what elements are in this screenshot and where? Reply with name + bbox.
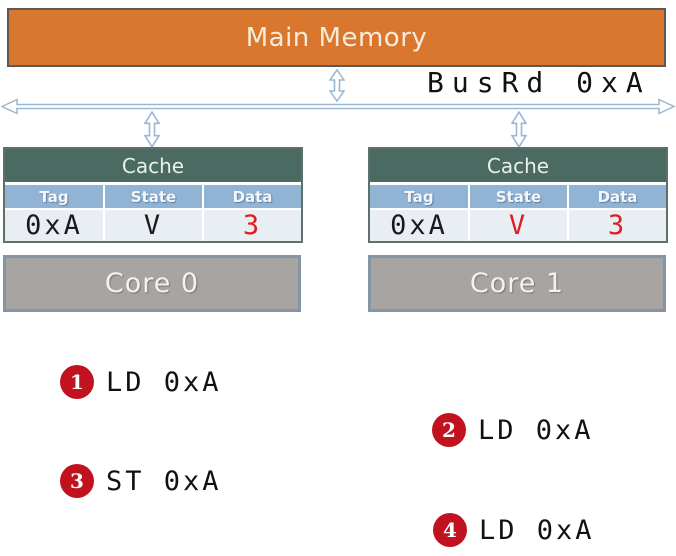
step-1-badge: 1 bbox=[60, 365, 94, 399]
cache1-data-value: 3 bbox=[569, 210, 666, 241]
step-2: 2 LD 0xA bbox=[432, 412, 594, 448]
bus-transaction-label: BusRd 0xA bbox=[427, 66, 651, 99]
cache0-data-value: 3 bbox=[204, 210, 301, 241]
bus-cache1-arrow-icon bbox=[510, 110, 528, 149]
cache1-col-tag: Tag bbox=[370, 185, 468, 208]
cache0-col-data: Data bbox=[204, 185, 301, 208]
bus-cache0-arrow-icon bbox=[143, 110, 161, 149]
step-4-badge: 4 bbox=[433, 513, 467, 547]
cache1-state-value: V bbox=[470, 210, 567, 241]
core0-label: Core 0 bbox=[104, 268, 200, 299]
cache1-table: Cache Tag State Data 0xA V 3 bbox=[368, 147, 668, 243]
step-1: 1 LD 0xA bbox=[60, 364, 222, 400]
shared-bus-arrow-icon bbox=[0, 98, 676, 115]
cache0-col-state: State bbox=[105, 185, 202, 208]
step-1-operation: LD 0xA bbox=[106, 366, 222, 398]
step-3: 3 ST 0xA bbox=[60, 463, 222, 499]
memory-bus-arrow-icon bbox=[328, 68, 346, 103]
cache0-table: Cache Tag State Data 0xA V 3 bbox=[3, 147, 303, 243]
main-memory-label: Main Memory bbox=[245, 22, 428, 53]
cache0-state-value: V bbox=[105, 210, 202, 241]
step-4: 4 LD 0xA bbox=[433, 512, 595, 548]
core0-box: Core 0 bbox=[3, 255, 301, 312]
cache0-col-tag: Tag bbox=[5, 185, 103, 208]
step-2-badge: 2 bbox=[432, 413, 466, 447]
step-3-badge: 3 bbox=[60, 464, 94, 498]
cache1-col-state: State bbox=[470, 185, 567, 208]
main-memory-box: Main Memory bbox=[7, 8, 666, 67]
step-2-operation: LD 0xA bbox=[478, 414, 594, 446]
core1-box: Core 1 bbox=[368, 255, 666, 312]
cache1-col-data: Data bbox=[569, 185, 666, 208]
cache0-title: Cache bbox=[5, 149, 301, 182]
cache1-tag-value: 0xA bbox=[370, 210, 468, 241]
step-3-operation: ST 0xA bbox=[106, 465, 222, 497]
core1-label: Core 1 bbox=[469, 268, 565, 299]
step-4-operation: LD 0xA bbox=[479, 514, 595, 546]
cache0-tag-value: 0xA bbox=[5, 210, 103, 241]
cache1-title: Cache bbox=[370, 149, 666, 182]
